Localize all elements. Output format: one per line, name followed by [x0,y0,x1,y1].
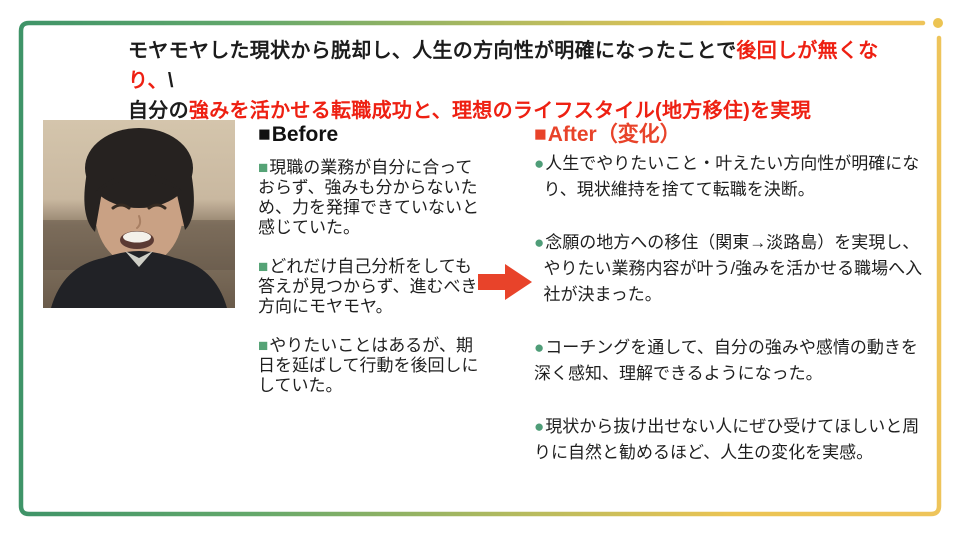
before-item: ■現職の業務が自分に合って おらず、強みも分からないた め、力を発揮できていない… [258,158,498,238]
title-line1-black: モヤモヤした現状から脱却し、人生の方向性が明確になったことで [128,40,737,62]
before-item-text: どれだけ自己分析をしても 答えが見つからず、進むべき 方向にモヤモヤ。 [258,257,478,316]
after-item: ●コーチングを通して、自分の強みや感情の動きを 深く感知、理解できるようになった… [534,335,936,387]
green-square-icon: ■ [258,257,269,276]
frame-corner-dot [933,18,943,28]
after-item: ●現状から抜け出せない人にぜひ受けてほしいと周 りに自然と勧めるほど、人生の変化… [534,414,936,466]
red-square-icon: ■ [534,123,547,146]
green-circle-icon: ● [534,338,545,357]
green-square-icon: ■ [258,336,269,355]
before-item: ■やりたいことはあるが、期 日を延ばして行動を後回しに していた。 [258,336,498,396]
frame-stroke [18,20,942,517]
title-line2-black: 自分の [128,100,189,122]
page-title: モヤモヤした現状から脱却し、人生の方向性が明確になったことで後回しが無くなり、\… [128,36,908,126]
title-line1-red: 後回しが無くなり、 [128,40,879,92]
title-line1-tail: \ [167,70,174,92]
after-item-text: 念願の地方への移住（関東→淡路島）を実現し、 やりたい業務内容が叶う/強みを活か… [543,233,923,304]
before-section: ■Before ■現職の業務が自分に合って おらず、強みも分からないた め、力を… [258,124,498,415]
before-heading: ■Before [258,124,498,146]
transformation-arrow-icon [478,264,532,300]
after-item: ●人生でやりたいこと・叶えたい方向性が明確にな り、現状維持を捨てて転職を決断。 [534,151,936,203]
after-item-text: 現状から抜け出せない人にぜひ受けてほしいと周 りに自然と勧めるほど、人生の変化を… [534,417,920,462]
portrait-illustration [43,120,235,308]
after-item-text: コーチングを通して、自分の強みや感情の動きを 深く感知、理解できるようになった。 [534,338,918,383]
before-item-text: 現職の業務が自分に合って おらず、強みも分からないた め、力を発揮できていないと… [258,158,479,237]
title-line2: 自分の強みを活かせる転職成功と、理想のライフスタイル(地方移住)を実現 [128,96,908,126]
green-circle-icon: ● [534,417,545,436]
before-heading-label: Before [271,123,339,146]
green-square-icon: ■ [258,158,269,177]
before-item: ■どれだけ自己分析をしても 答えが見つからず、進むべき 方向にモヤモヤ。 [258,257,498,317]
before-item-text: やりたいことはあるが、期 日を延ばして行動を後回しに していた。 [258,336,479,395]
black-square-icon: ■ [258,123,271,146]
after-heading: ■After（変化） [534,124,936,146]
green-circle-icon: ● [534,233,545,252]
title-line2-red: 強みを活かせる転職成功と、理想のライフスタイル(地方移住)を実現 [188,100,812,122]
client-photo [43,120,235,308]
after-item-text: 人生でやりたいこと・叶えたい方向性が明確にな り、現状維持を捨てて転職を決断。 [543,154,920,199]
after-section: ■After（変化） ●人生でやりたいこと・叶えたい方向性が明確にな り、現状維… [534,124,936,493]
title-line1: モヤモヤした現状から脱却し、人生の方向性が明確になったことで後回しが無くなり、\ [128,36,908,96]
after-item: ●念願の地方への移住（関東→淡路島）を実現し、 やりたい業務内容が叶う/強みを活… [534,230,936,308]
green-circle-icon: ● [534,154,545,173]
after-heading-label: After（変化） [547,123,681,146]
